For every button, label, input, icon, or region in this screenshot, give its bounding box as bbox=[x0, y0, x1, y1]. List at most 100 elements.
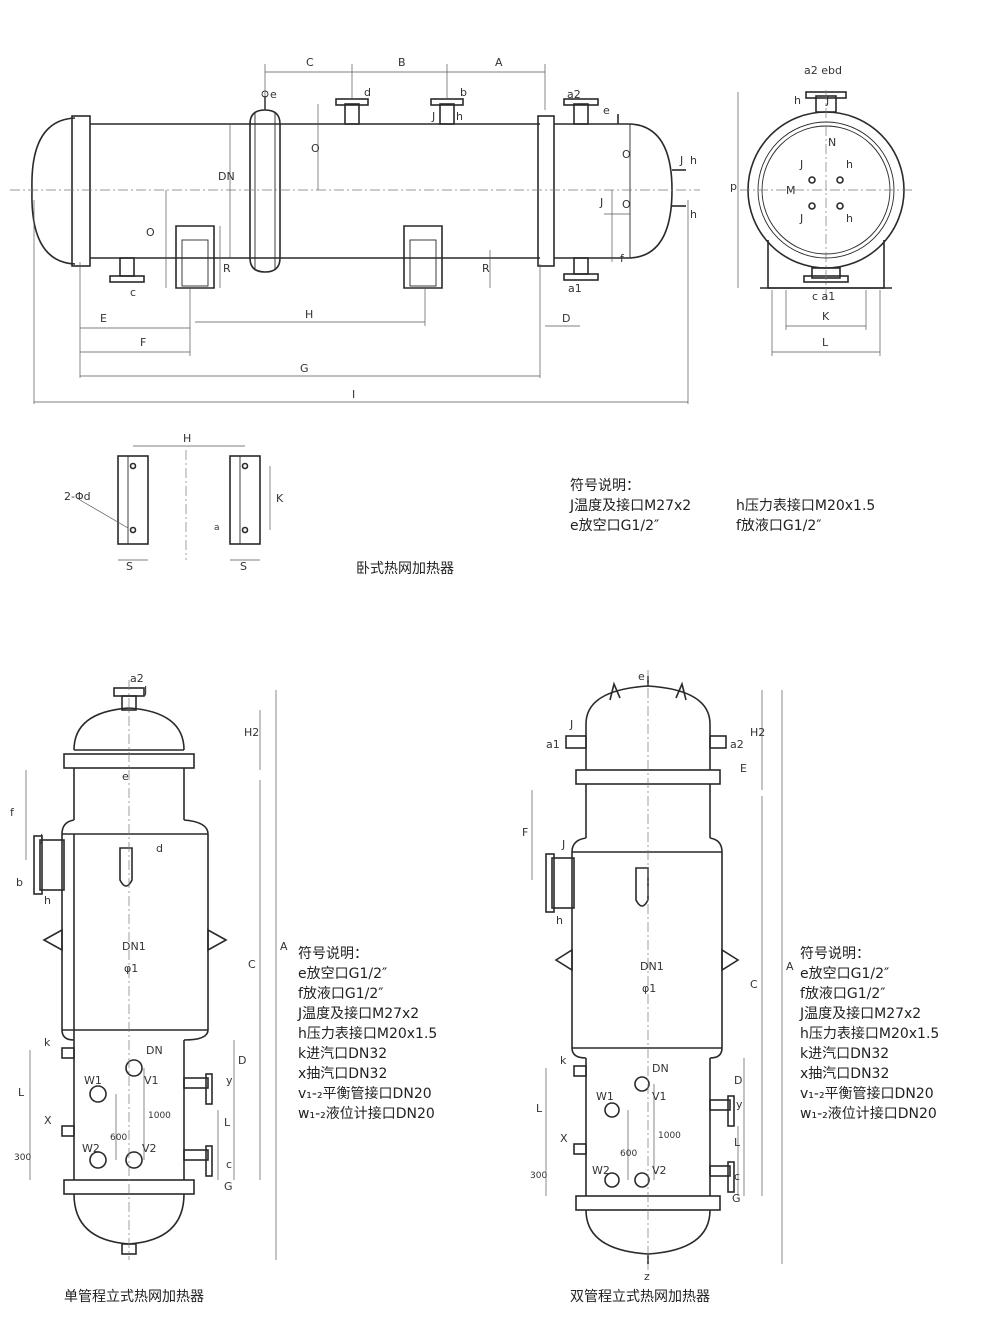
saddle-label-H: H bbox=[183, 432, 191, 445]
d-label-300: 300 bbox=[530, 1171, 547, 1181]
s-label-W1: W1 bbox=[84, 1074, 102, 1087]
double-legend-item: w₁-₂液位计接口DN20 bbox=[800, 1106, 937, 1122]
label-J: J bbox=[431, 110, 435, 123]
d-label-V1: V1 bbox=[652, 1090, 667, 1103]
label-h: h bbox=[456, 110, 463, 123]
single-legend-item: w₁-₂液位计接口DN20 bbox=[298, 1106, 435, 1122]
horizontal-end-view: a2 ebd h J N J h M J h p c a1 K L bbox=[730, 64, 912, 356]
d-label-D: D bbox=[734, 1074, 742, 1087]
end-label-L: L bbox=[822, 336, 829, 349]
label-D: D bbox=[562, 312, 570, 325]
expansion-joint bbox=[249, 109, 281, 273]
d-label-h: h bbox=[556, 914, 563, 927]
d-label-a2: a2 bbox=[730, 738, 744, 751]
horizontal-legend-item-J: J温度及接口M27x2 bbox=[570, 498, 692, 514]
label-a1: a1 bbox=[568, 282, 582, 295]
d-label-W2: W2 bbox=[592, 1164, 610, 1177]
s-label-phi1: φ1 bbox=[124, 962, 138, 975]
end-label-h3: h bbox=[846, 212, 853, 225]
double-caption: 双管程立式热网加热器 bbox=[570, 1289, 710, 1305]
single-legend-item: e放空口G1/2″ bbox=[298, 966, 388, 982]
d-label-z: z bbox=[644, 1270, 650, 1283]
label-E: E bbox=[100, 312, 107, 325]
label-O-low: O bbox=[146, 226, 155, 239]
d-label-V2: V2 bbox=[652, 1164, 667, 1177]
label-h-nozzle2: h bbox=[690, 208, 697, 221]
label-J-right: J bbox=[599, 196, 603, 209]
end-label-p: p bbox=[730, 180, 737, 193]
s-label-k: k bbox=[44, 1036, 51, 1049]
double-legend-item: v₁-₂平衡管接口DN20 bbox=[800, 1086, 934, 1102]
s-label-C: C bbox=[248, 958, 256, 971]
horizontal-legend: 符号说明： J温度及接口M27x2 e放空口G1/2″ h压力表接口M20x1.… bbox=[570, 476, 930, 536]
saddle-label-S2: S bbox=[240, 560, 247, 573]
left-head bbox=[31, 117, 76, 265]
s-label-d: d bbox=[156, 842, 163, 855]
s-label-X: X bbox=[44, 1114, 52, 1127]
single-legend-item: h压力表接口M20x1.5 bbox=[298, 1026, 438, 1042]
s-label-y: y bbox=[226, 1074, 233, 1087]
s-label-J2: J bbox=[39, 832, 43, 845]
right-head bbox=[629, 123, 673, 259]
s-label-h: h bbox=[44, 894, 51, 907]
double-legend-item: f放液口G1/2″ bbox=[800, 986, 886, 1002]
single-legend-item: v₁-₂平衡管接口DN20 bbox=[298, 1086, 432, 1102]
d-label-G: G bbox=[732, 1192, 741, 1205]
saddle-label-2d: 2-Φd bbox=[64, 490, 91, 503]
s-label-e: e bbox=[122, 770, 129, 783]
label-O-right2: O bbox=[622, 198, 631, 211]
saddle-label-a: a bbox=[214, 523, 220, 533]
d-label-L2: L bbox=[734, 1136, 741, 1149]
label-d: d bbox=[364, 86, 371, 99]
single-legend-title: 符号说明： bbox=[298, 946, 368, 962]
s-label-DN1: DN1 bbox=[122, 940, 146, 953]
s-label-f: f bbox=[10, 806, 15, 819]
d-label-a1: a1 bbox=[546, 738, 560, 751]
saddle-right bbox=[403, 225, 443, 289]
left-flange bbox=[71, 115, 91, 267]
label-F: F bbox=[140, 336, 146, 349]
label-C: C bbox=[306, 56, 314, 69]
label-A: A bbox=[495, 56, 503, 69]
saddle-left bbox=[175, 225, 215, 289]
d-label-L: L bbox=[536, 1102, 543, 1115]
s-label-DN: DN bbox=[146, 1044, 163, 1057]
end-label-N: N bbox=[828, 136, 836, 149]
label-DN: DN bbox=[218, 170, 235, 183]
s-label-H2: H2 bbox=[244, 726, 259, 739]
horizontal-legend-title: 符号说明： bbox=[570, 478, 640, 494]
label-h-nozzle: h bbox=[690, 154, 697, 167]
horizontal-heater-drawing bbox=[10, 64, 700, 404]
label-J-nozzle: J bbox=[679, 154, 683, 167]
s-label-V2: V2 bbox=[142, 1142, 157, 1155]
single-caption: 单管程立式热网加热器 bbox=[64, 1289, 204, 1305]
double-legend-item: e放空口G1/2″ bbox=[800, 966, 890, 982]
horizontal-legend-item-e: e放空口G1/2″ bbox=[570, 518, 660, 534]
s-label-D: D bbox=[238, 1054, 246, 1067]
end-label-J: J bbox=[825, 94, 829, 107]
label-a2ebd: a2 ebd bbox=[804, 64, 842, 77]
label-b: b bbox=[460, 86, 467, 99]
d-label-phi1: φ1 bbox=[642, 982, 656, 995]
s-label-L2: L bbox=[224, 1116, 231, 1129]
horizontal-legend-item-f: f放液口G1/2″ bbox=[736, 518, 822, 534]
end-label-M: M bbox=[786, 184, 796, 197]
single-pass-drawing bbox=[25, 680, 277, 1260]
d-label-E: E bbox=[740, 762, 747, 775]
end-label-J2: J bbox=[799, 158, 803, 171]
end-label-h: h bbox=[794, 94, 801, 107]
d-label-c: c bbox=[734, 1170, 740, 1183]
double-legend-item: h压力表接口M20x1.5 bbox=[800, 1026, 940, 1042]
label-c: c bbox=[130, 286, 136, 299]
double-legend: 符号说明： e放空口G1/2″ f放液口G1/2″ J温度及接口M27x2 h压… bbox=[800, 944, 939, 1124]
s-label-300: 300 bbox=[14, 1153, 31, 1163]
right-flange bbox=[537, 115, 555, 267]
d-label-1000: 1000 bbox=[658, 1131, 681, 1141]
end-label-c-a1: c a1 bbox=[812, 290, 835, 303]
d-label-DN1: DN1 bbox=[640, 960, 664, 973]
single-legend-item: J温度及接口M27x2 bbox=[298, 1006, 420, 1022]
label-f: f bbox=[620, 252, 625, 265]
d-label-H2: H2 bbox=[750, 726, 765, 739]
double-pass-drawing bbox=[531, 670, 783, 1270]
horizontal-caption: 卧式热网加热器 bbox=[356, 561, 454, 577]
